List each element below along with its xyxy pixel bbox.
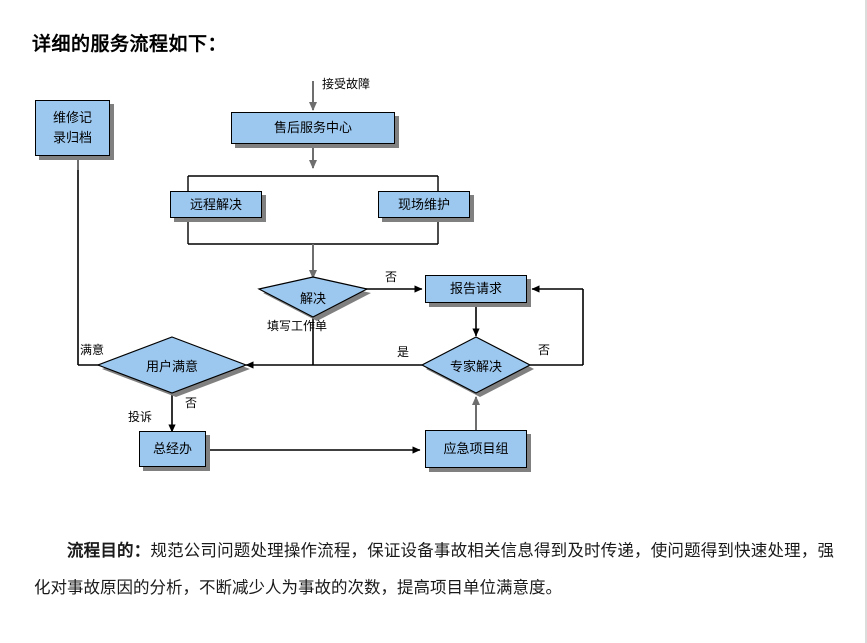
resolved-diamond — [257, 276, 369, 318]
node-gm-office[interactable]: 总经办 — [139, 431, 206, 467]
node-archive-line2: 录归档 — [52, 130, 92, 145]
node-emergency-team[interactable]: 应急项目组 — [425, 430, 527, 468]
edge-label-accept-fault: 接受故障 — [322, 77, 371, 91]
node-resolved[interactable]: 解决 — [259, 277, 367, 317]
node-report-request-label: 报告请求 — [449, 281, 502, 296]
node-remote-fix[interactable]: 远程解决 — [170, 191, 262, 218]
edge-label-resolved-no: 否 — [385, 270, 398, 284]
node-archive-line1: 维修记 — [52, 110, 92, 125]
edge-label-expert-yes: 是 — [397, 345, 410, 359]
node-remote-fix-label: 远程解决 — [189, 196, 242, 212]
flowchart-canvas: 报告请求 --> loop back to 报告请求 --> 用户满意 (lef… — [0, 60, 867, 510]
node-gm-office-label: 总经办 — [152, 441, 192, 456]
edge-label-satisfied-no: 否 — [185, 396, 198, 410]
node-resolved-label: 解决 — [299, 290, 326, 306]
flowchart-connectors: 报告请求 --> loop back to 报告请求 --> 用户满意 (lef… — [74, 81, 584, 454]
node-user-satisfied-label: 用户满意 — [145, 358, 198, 374]
purpose-label: 流程目的： — [67, 541, 151, 560]
node-expert-fix[interactable]: 专家解决 — [422, 337, 530, 393]
node-user-satisfied[interactable]: 用户满意 — [98, 337, 246, 393]
edge-label-fill-worksheet: 填写工作单 — [267, 319, 328, 333]
node-onsite-fix[interactable]: 现场维护 — [378, 191, 470, 218]
node-service-center[interactable]: 售后服务中心 — [231, 112, 395, 144]
edge-label-complaint: 投诉 — [128, 410, 153, 424]
expert-diamond — [420, 336, 532, 394]
edge-label-satisfied-yes: 满意 — [80, 343, 105, 357]
edge-label-expert-no: 否 — [538, 343, 551, 357]
node-report-request[interactable]: 报告请求 — [425, 275, 527, 303]
purpose-text: 规范公司问题处理操作流程，保证设备事故相关信息得到及时传递，使问题得到快速处理，… — [34, 541, 835, 597]
page-title: 详细的服务流程如下： — [32, 34, 228, 55]
node-emergency-team-label: 应急项目组 — [443, 441, 509, 456]
node-service-center-label: 售后服务中心 — [273, 120, 352, 135]
node-onsite-fix-label: 现场维护 — [397, 196, 450, 212]
node-expert-fix-label: 专家解决 — [449, 358, 502, 374]
node-archive[interactable]: 维修记 录归档 — [35, 100, 110, 156]
satisfied-diamond — [96, 336, 248, 394]
purpose-paragraph: 流程目的：规范公司问题处理操作流程，保证设备事故相关信息得到及时传递，使问题得到… — [34, 532, 834, 606]
